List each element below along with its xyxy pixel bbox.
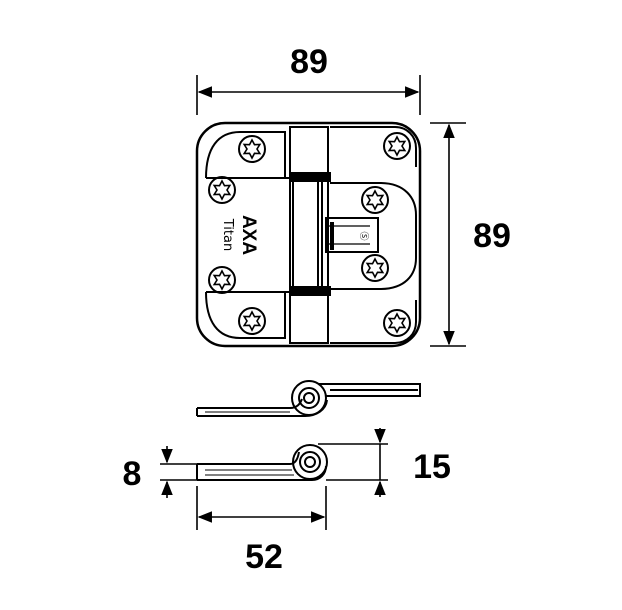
dim-label-right-thickness: 15 — [413, 448, 451, 486]
screw-icon — [208, 266, 236, 294]
side-open-knuckle-inner — [298, 387, 320, 409]
hinge-front-view — [195, 121, 422, 348]
dim-label-leaf-width: 52 — [245, 538, 283, 576]
side-closed-knuckle-outer — [292, 444, 328, 480]
screw-icon — [238, 135, 266, 163]
dimension-lines — [160, 75, 466, 530]
side-open-right-leaf — [318, 383, 421, 397]
screw-icon — [361, 186, 389, 214]
brand-model-name: Titan — [220, 218, 235, 251]
hinge-side-view-open — [196, 380, 421, 417]
right-leaf-bottom — [330, 300, 417, 344]
dim-label-left-thickness: 8 — [123, 455, 142, 493]
right-leaf-inner-lobe — [330, 182, 417, 290]
side-closed-knuckle-inner — [299, 451, 321, 473]
screw-icon — [361, 254, 389, 282]
latch-pin — [330, 222, 334, 250]
hinge-knuckle — [289, 126, 329, 344]
side-open-knuckle-outer — [291, 380, 327, 416]
hinge-side-view-closed — [196, 444, 328, 481]
knuckle-top-cap — [289, 172, 331, 182]
left-leaf-top-lobe — [205, 131, 286, 179]
screw-icon — [383, 132, 411, 160]
screw-icon — [383, 309, 411, 337]
screw-group — [208, 132, 411, 337]
screw-icon — [208, 176, 236, 204]
right-leaf-top — [330, 126, 417, 167]
left-leaf-bottom-lobe — [205, 291, 286, 339]
latch-block — [325, 217, 379, 253]
screw-icon — [238, 307, 266, 335]
certification-mark: Ⓢ — [358, 231, 369, 240]
dim-label-top-width: 89 — [290, 43, 328, 81]
hinge-plate-outline — [195, 121, 422, 348]
brand-logo: AXA — [238, 215, 259, 255]
dim-label-right-height: 89 — [473, 217, 511, 255]
knuckle-bottom-cap — [289, 286, 331, 296]
